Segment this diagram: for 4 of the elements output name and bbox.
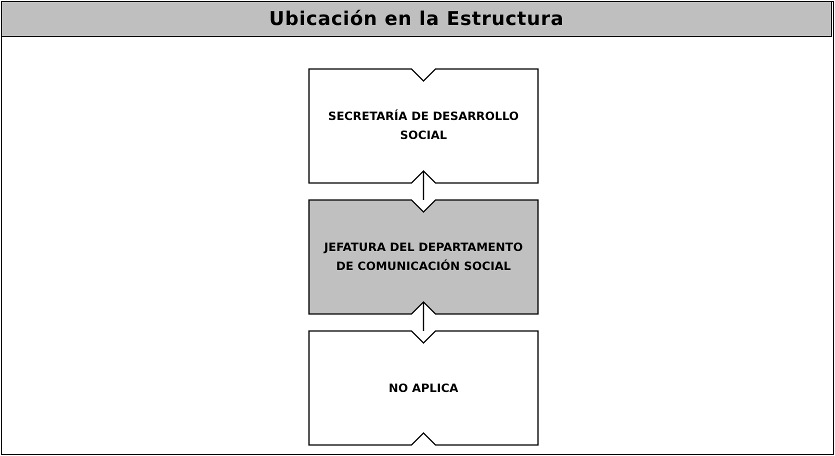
unit-name: SECRETARÍA DE DESARROLLO SOCIAL xyxy=(327,108,520,144)
unit-name: NO APLICA xyxy=(388,380,460,396)
title-bar: Ubicación en la Estructura xyxy=(1,1,832,37)
unit-name: JEFATURA DEL DEPARTAMENTO DE COMUNICACIÓN SOCIAL xyxy=(322,239,524,275)
